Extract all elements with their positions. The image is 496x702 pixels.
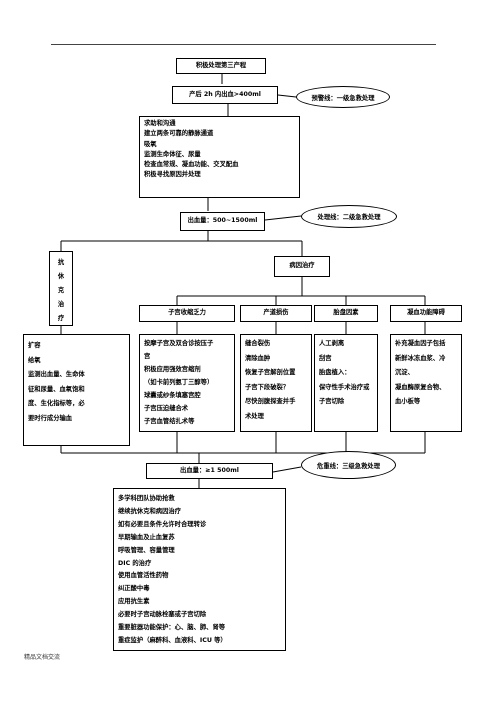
initial-step: 积极寻找原因并处理 <box>144 171 201 179</box>
critical-step: DIC 的治疗 <box>118 559 152 567</box>
anti-shock-step: 监测出血量、生命体 <box>28 371 85 379</box>
anti-shock-step: 度、生化指标等，必 <box>28 400 85 408</box>
atony-step: （如卡前列氨丁三醇等） <box>144 379 214 386</box>
initial-step: 检查血常规、凝血功能、交叉配血 <box>144 161 239 169</box>
cause-placental: 胎盘因素 <box>314 305 378 322</box>
atony-step: 子宫血管结扎术等 <box>144 418 195 425</box>
coagulopathy-step: 血小板等 <box>395 398 421 406</box>
atony-step: 积极应用强效宫缩剂 <box>144 366 201 373</box>
header-rule <box>51 44 436 45</box>
atony-steps-box: 按摩子宫及双合诊按压子 宫 积极应用强效宫缩剂 （如卡前列氨丁三醇等） 球囊或纱… <box>139 334 235 432</box>
coagulopathy-step: 新鲜冰冻血浆、冷 <box>395 354 446 362</box>
initial-step: 监测生命体征、尿量 <box>144 150 201 158</box>
title-box: 积极处理第三产程 <box>176 58 266 74</box>
anti-shock-steps-box: 扩容 给氧 监测出血量、生命体 征和尿量、血氧饱和 度、生化指标等，必 要时行成… <box>23 334 130 446</box>
anti-shock-step: 要时行成分输血 <box>28 414 73 422</box>
pph-500-1500-box: 出血量：500~1500ml <box>180 212 265 231</box>
anti-shock-char: 克 <box>57 287 65 294</box>
anti-shock-step: 给氧 <box>28 356 41 364</box>
anti-shock-char: 抗 <box>57 259 65 266</box>
initial-step: 吸氧 <box>144 140 157 148</box>
atony-step: 按摩子宫及双合诊按压子 <box>144 340 214 347</box>
anti-shock-step: 扩容 <box>28 342 41 349</box>
initial-step: 建立两条可靠的静脉通道 <box>144 130 214 138</box>
anti-shock-box: 抗 休 克 治 疗 <box>49 251 73 326</box>
placental-steps-box: 人工剥离 刮宫 胎盘植入： 保守性手术治疗或 子宫切除 <box>314 334 378 432</box>
etiology-treatment-box: 病因治疗 <box>274 256 330 277</box>
critical-step: 应用抗生素 <box>118 598 150 606</box>
cause-coagulopathy: 凝血功能障碍 <box>390 305 462 322</box>
coagulopathy-step: 沉淀、 <box>395 369 414 377</box>
trauma-step: 恢复子宫解剖位置 <box>245 369 296 377</box>
anti-shock-step: 征和尿量、血氧饱和 <box>28 385 85 393</box>
placental-step: 保守性手术治疗或 <box>319 383 370 391</box>
placental-step: 胎盘植入： <box>319 369 351 377</box>
anti-shock-char: 疗 <box>57 315 65 322</box>
trauma-step: 子宫下段破裂？ <box>245 383 290 391</box>
critical-step: 使用血管活性药物 <box>118 572 169 580</box>
critical-step: 纠正酸中毒 <box>118 585 150 593</box>
critical-step: 重症监护（麻醉科、血液科、ICU 等） <box>118 636 227 644</box>
treatment-line-oval: 处理线：二级急救处理 <box>301 205 397 228</box>
critical-steps-box: 多学科团队协助抢救 继续抗休克和病因治疗 如有必要且条件允许时合理转诊 早期输血… <box>113 488 286 651</box>
critical-step: 继续抗休克和病因治疗 <box>118 507 181 515</box>
initial-steps-box: 求助和沟通 建立两条可靠的静脉通道 吸氧 监测生命体征、尿量 检查血常规、凝血功… <box>139 116 300 198</box>
cause-uterine-atony: 子宫收缩乏力 <box>139 305 235 322</box>
danger-line-oval: 危重线：三级急救处理 <box>301 451 396 479</box>
footer-watermark: 精品文档交流 <box>24 654 61 661</box>
critical-step: 呼吸管理、容量管理 <box>118 546 175 554</box>
atony-step: 子宫压迫缝合术 <box>144 405 189 412</box>
critical-step: 如有必要且条件允许时合理转诊 <box>118 520 207 528</box>
placental-step: 子宫切除 <box>319 398 345 406</box>
coagulopathy-steps-box: 补充凝血因子包括 新鲜冰冻血浆、冷 沉淀、 凝血酶原复合物、 血小板等 <box>390 334 462 432</box>
trauma-steps-box: 缝合裂伤 清除血肿 恢复子宫解剖位置 子宫下段破裂？ 尽快剖腹探查并手 术处理 <box>240 334 312 432</box>
cause-birth-trauma: 产道损伤 <box>240 305 312 322</box>
critical-step: 早期输血及止血复苏 <box>118 533 175 541</box>
warning-line-oval: 预警线：一级急救处理 <box>296 86 390 108</box>
coagulopathy-step: 凝血酶原复合物、 <box>395 383 446 391</box>
placental-step: 人工剥离 <box>319 340 345 347</box>
critical-step: 重要脏器功能保护：心、脑、肺、肾等 <box>118 624 226 632</box>
trauma-step: 清除血肿 <box>245 354 271 362</box>
anti-shock-char: 治 <box>57 301 65 308</box>
initial-step: 求助和沟通 <box>144 120 176 127</box>
trauma-step: 术处理 <box>245 412 264 420</box>
anti-shock-char: 休 <box>57 273 65 280</box>
pph-1500-box: 出血量：≥1 500ml <box>146 463 273 479</box>
atony-step: 球囊或纱条填塞宫腔 <box>144 392 201 399</box>
atony-step: 宫 <box>144 353 151 360</box>
trauma-step: 尽快剖腹探查并手 <box>245 398 296 406</box>
critical-step: 必要时子宫动脉栓塞或子宫切除 <box>118 611 207 619</box>
trauma-step: 缝合裂伤 <box>245 340 271 347</box>
critical-step: 多学科团队协助抢救 <box>118 495 175 502</box>
placental-step: 刮宫 <box>319 354 332 362</box>
pph-400-box: 产后 2h 内出血>400ml <box>172 86 278 104</box>
coagulopathy-step: 补充凝血因子包括 <box>395 340 446 347</box>
